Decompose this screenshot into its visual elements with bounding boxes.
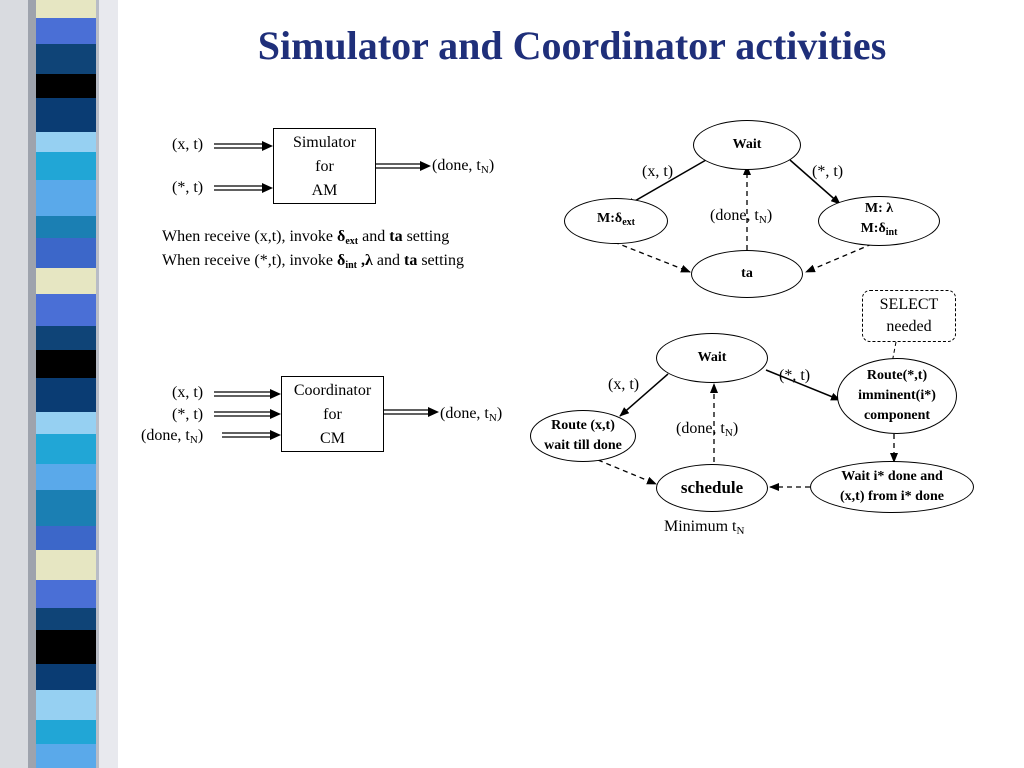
page-title: Simulator and Coordinator activities xyxy=(257,23,887,68)
simulator-box-line2: for xyxy=(315,158,334,175)
sim-output-label: (done, tN) xyxy=(432,157,495,176)
coord-output-arrow xyxy=(384,407,439,417)
top-ta-node: ta xyxy=(691,250,803,298)
bottom-edge-right-label: (*, t) xyxy=(779,367,811,384)
top-edge-mext-to-ta xyxy=(613,241,691,273)
stripe-band xyxy=(36,18,98,44)
stripe-band xyxy=(36,326,98,350)
coord-input-star-label: (*, t) xyxy=(172,406,204,423)
simulator-box: Simulator for AM xyxy=(273,128,376,204)
coordinator-box-line3: CM xyxy=(320,430,345,447)
coordinator-box-line1: Coordinator xyxy=(293,382,372,399)
stripe-band xyxy=(36,74,98,98)
select-needed-callout: SELECT needed xyxy=(862,290,956,342)
stripe-band xyxy=(36,608,98,630)
coordinator-box-line2: for xyxy=(323,406,342,423)
top-edge-wait-to-mint xyxy=(789,159,841,205)
coord-input-done-arrow xyxy=(222,430,281,440)
stripe-band xyxy=(36,98,98,132)
stripe-band xyxy=(36,268,98,294)
top-edge-left-label: (x, t) xyxy=(642,163,674,180)
stripe-band xyxy=(36,0,98,18)
sim-input-x-arrow xyxy=(214,141,273,151)
stripe-band xyxy=(36,720,98,744)
stripe-band xyxy=(36,180,98,216)
coord-output-label: (done, tN) xyxy=(440,405,503,424)
callout-line2: needed xyxy=(886,318,932,335)
bottom-edge-routex-to-schedule xyxy=(597,459,657,485)
stripe-band xyxy=(36,434,98,464)
sim-input-x-label: (x, t) xyxy=(172,136,204,153)
stripe-band xyxy=(36,44,98,74)
stripe-band xyxy=(36,294,98,326)
stripe-band xyxy=(36,464,98,490)
sim-input-star-label: (*, t) xyxy=(172,179,204,196)
stripe-band xyxy=(36,216,98,238)
coordinator-box: Coordinator for CM xyxy=(281,376,384,452)
stripe-band xyxy=(36,490,98,526)
route-star-node: Route(*,t) imminent(i*) component xyxy=(837,358,957,434)
stripe-band xyxy=(36,630,98,664)
stripe-band xyxy=(36,690,98,720)
top-edge-right-label: (*, t) xyxy=(812,163,844,180)
stripe-band xyxy=(36,152,98,180)
schedule-node: schedule xyxy=(656,464,768,512)
stripe-band xyxy=(36,238,98,268)
minimum-tn-label: Minimum tN xyxy=(664,518,745,537)
sim-rule-ext: When receive (x,t), invoke δext and ta s… xyxy=(162,228,450,247)
coord-input-star-arrow xyxy=(214,409,281,419)
top-mint-node: M: λ M:δint xyxy=(818,196,940,246)
stripe-band xyxy=(36,580,98,608)
bottom-edge-left-label: (x, t) xyxy=(608,376,640,393)
callout-line1: SELECT xyxy=(879,296,939,313)
sim-rule-int: When receive (*,t), invoke δint ,λ and t… xyxy=(162,252,464,271)
wait-done-node: Wait i* done and (x,t) from i* done xyxy=(810,461,974,513)
top-mext-node: M:δext xyxy=(564,198,668,244)
top-wait-node: Wait xyxy=(693,120,801,170)
stripe-band xyxy=(36,378,98,412)
top-edge-wait-to-mext xyxy=(625,159,707,207)
stripe-band xyxy=(36,350,98,378)
bottom-wait-node: Wait xyxy=(656,333,768,383)
stripe-band xyxy=(36,664,98,690)
sim-output-arrow xyxy=(376,161,431,171)
top-edge-mint-to-ta xyxy=(805,243,873,273)
simulator-box-line3: AM xyxy=(311,182,338,199)
stripe-band xyxy=(36,744,98,768)
bottom-edge-wait-to-routestar xyxy=(765,369,841,401)
stripe-band xyxy=(36,132,98,152)
coord-input-x-label: (x, t) xyxy=(172,384,204,401)
stripe-band xyxy=(36,526,98,550)
route-x-node: Route (x,t) wait till done xyxy=(530,410,636,462)
stripe-band xyxy=(36,412,98,434)
simulator-box-line1: Simulator xyxy=(292,134,357,151)
decorative-stripe xyxy=(0,0,118,768)
bottom-edge-wait-to-routex xyxy=(619,373,669,417)
bottom-edge-center-label: (done, tN) xyxy=(676,420,739,439)
coord-input-done-label: (done, tN) xyxy=(141,427,204,446)
top-edge-center-label: (done, tN) xyxy=(710,207,773,226)
stripe-band xyxy=(36,550,98,580)
sim-input-star-arrow xyxy=(214,183,273,193)
coord-input-x-arrow xyxy=(214,389,281,399)
